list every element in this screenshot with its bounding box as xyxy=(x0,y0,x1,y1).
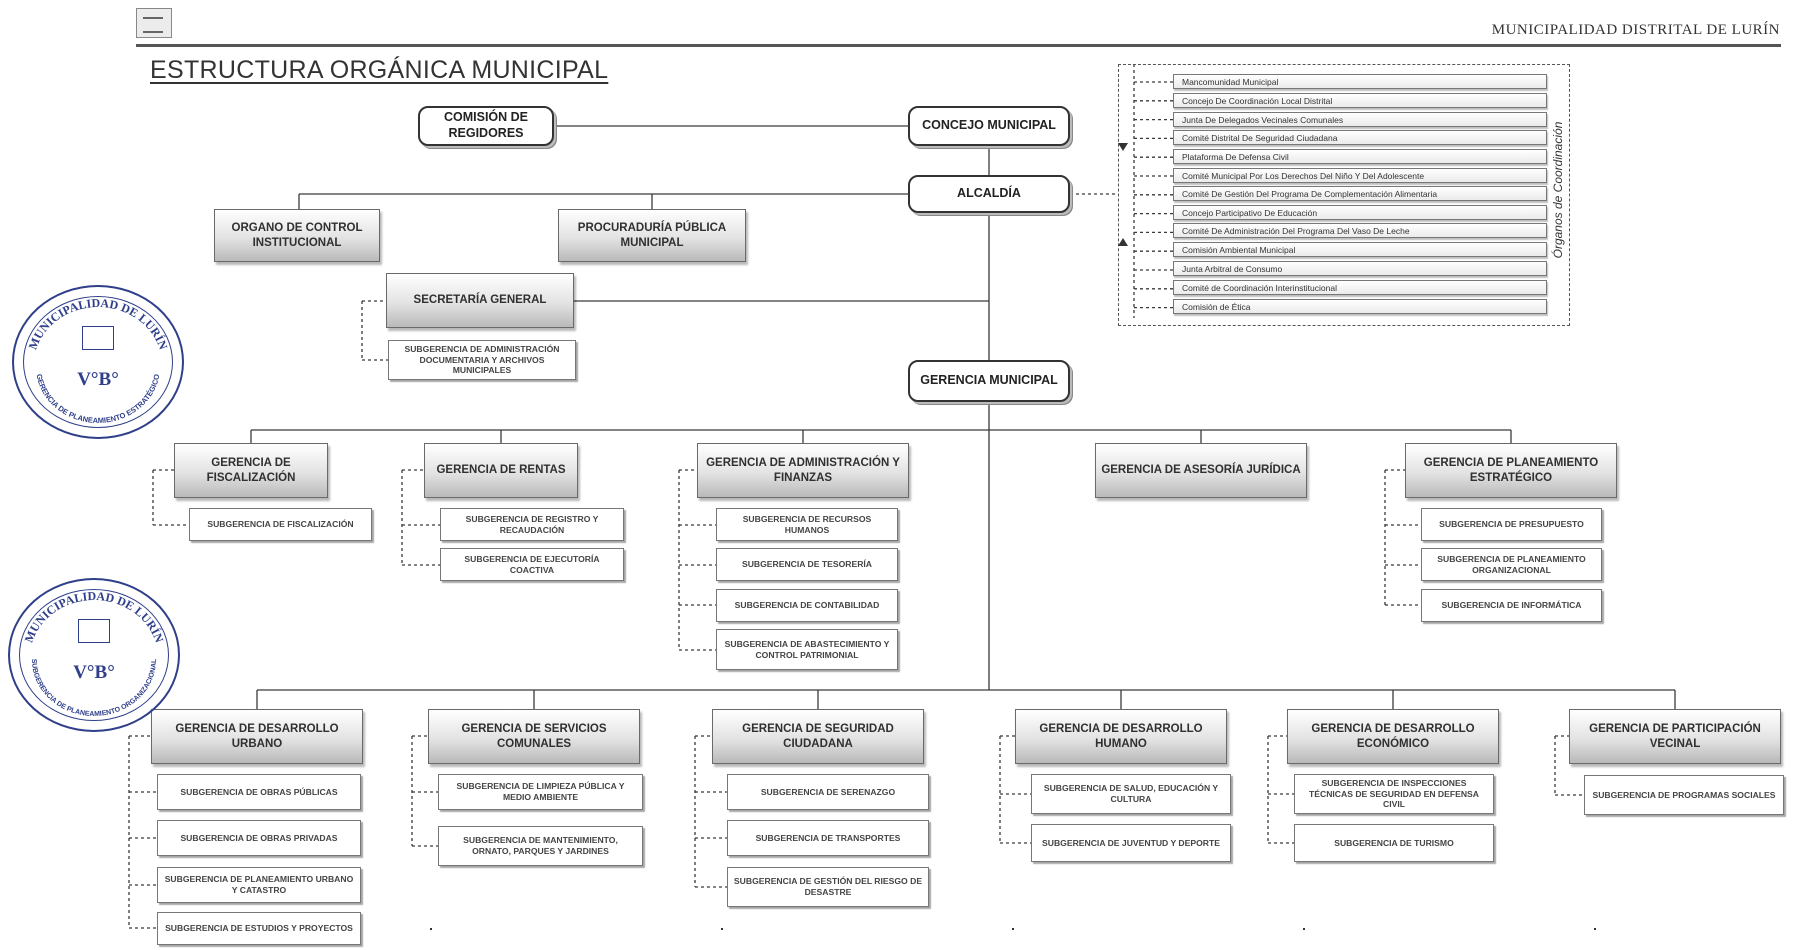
support-unit-fiscalizacion: GERENCIA DE FISCALIZACIÓN xyxy=(174,443,328,498)
support-subunit: SUBGERENCIA DE RECURSOS HUMANOS xyxy=(716,508,898,541)
line-subunit: SUBGERENCIA DE TURISMO xyxy=(1294,824,1494,862)
line-unit-servicios-comunales: GERENCIA DE SERVICIOS COMUNALES xyxy=(428,709,640,764)
coordination-item: Comisión de Ética xyxy=(1173,299,1547,314)
page-mark xyxy=(1303,928,1305,930)
page-mark xyxy=(721,928,723,930)
seal-bottom-text: GERENCIA DE PLANEAMIENTO ESTRATÉGICO xyxy=(35,373,162,425)
support-subunit: SUBGERENCIA DE FISCALIZACIÓN xyxy=(189,508,372,541)
svg-text:SUBGERENCIA DE PLANEAMIENTO OR: SUBGERENCIA DE PLANEAMIENTO ORGANIZACION… xyxy=(30,658,158,718)
municipality-logo xyxy=(136,8,172,38)
header-divider xyxy=(136,44,1781,47)
seal-bottom-text: SUBGERENCIA DE PLANEAMIENTO ORGANIZACION… xyxy=(30,658,158,718)
coordination-item: Comité De Gestión Del Programa De Comple… xyxy=(1173,186,1547,201)
gerencia-municipal-box: GERENCIA MUNICIPAL xyxy=(908,360,1070,402)
coordination-item: Junta De Delegados Vecinales Comunales xyxy=(1173,112,1547,127)
comision-regidores-box: COMISIÓN DE REGIDORES xyxy=(418,106,554,146)
page-mark xyxy=(1594,928,1596,930)
line-subunit: SUBGERENCIA DE LIMPIEZA PÚBLICA Y MEDIO … xyxy=(438,774,643,810)
organization-name: MUNICIPALIDAD DISTRITAL DE LURÍN xyxy=(1491,22,1780,38)
line-subunit: SUBGERENCIA DE INSPECCIONES TÉCNICAS DE … xyxy=(1294,774,1494,814)
coordination-item: Comité Distrital De Seguridad Ciudadana xyxy=(1173,130,1547,145)
line-subunit: SUBGERENCIA DE OBRAS PRIVADAS xyxy=(157,820,361,856)
line-unit-desarrollo-economico: GERENCIA DE DESARROLLO ECONÓMICO xyxy=(1287,709,1499,764)
seal-arc-text: MUNICIPALIDAD DE LURÍN GERENCIA DE PLANE… xyxy=(26,296,171,425)
coordination-item: Mancomunidad Municipal xyxy=(1173,74,1547,89)
page-title: ESTRUCTURA ORGÁNICA MUNICIPAL xyxy=(150,56,609,84)
coordination-label: Órganos de Coordinación xyxy=(1551,121,1565,259)
line-subunit: SUBGERENCIA DE MANTENIMIENTO, ORNATO, PA… xyxy=(438,826,643,866)
line-subunit: SUBGERENCIA DE PROGRAMAS SOCIALES xyxy=(1584,775,1784,815)
svg-text:MUNICIPALIDAD DE LURÍN: MUNICIPALIDAD DE LURÍN xyxy=(22,589,167,645)
support-unit-planeamiento: GERENCIA DE PLANEAMIENTO ESTRATÉGICO xyxy=(1405,443,1617,498)
svg-text:GERENCIA DE PLANEAMIENTO ESTRA: GERENCIA DE PLANEAMIENTO ESTRATÉGICO xyxy=(35,373,162,425)
approval-seal-planeamiento-organizacional: V°B° MUNICIPALIDAD DE LURÍN SUBGERENCIA … xyxy=(8,578,180,732)
seal-mark: V°B° xyxy=(77,369,119,390)
coordination-item: Comité de Coordinación Interinstituciona… xyxy=(1173,280,1547,295)
line-unit-desarrollo-urbano: GERENCIA DE DESARROLLO URBANO xyxy=(151,709,363,764)
arrow-down-icon xyxy=(1118,143,1128,151)
support-subunit: SUBGERENCIA DE PRESUPUESTO xyxy=(1421,508,1602,541)
line-subunit: SUBGERENCIA DE ESTUDIOS Y PROYECTOS xyxy=(157,912,361,945)
coordination-item: Comité Municipal Por Los Derechos Del Ni… xyxy=(1173,168,1547,183)
seal-mark: V°B° xyxy=(73,662,115,683)
arrow-up-icon xyxy=(1118,238,1128,246)
secretaria-general-box: SECRETARÍA GENERAL xyxy=(386,273,574,328)
support-subunit: SUBGERENCIA DE EJECUTORÍA COACTIVA xyxy=(440,548,624,581)
support-subunit: SUBGERENCIA DE ABASTECIMIENTO Y CONTROL … xyxy=(716,629,898,670)
support-subunit: SUBGERENCIA DE TESORERÍA xyxy=(716,548,898,581)
seal-top-text: MUNICIPALIDAD DE LURÍN xyxy=(26,296,171,352)
seal-arc-text: MUNICIPALIDAD DE LURÍN SUBGERENCIA DE PL… xyxy=(22,589,167,718)
line-subunit: SUBGERENCIA DE SERENAZGO xyxy=(727,774,929,810)
line-subunit: SUBGERENCIA DE JUVENTUD Y DEPORTE xyxy=(1031,824,1231,862)
line-unit-participacion-vecinal: GERENCIA DE PARTICIPACIÓN VECINAL xyxy=(1569,709,1781,764)
secretaria-sub-box: SUBGERENCIA DE ADMINISTRACIÓN DOCUMENTAR… xyxy=(388,340,576,380)
line-subunit: SUBGERENCIA DE TRANSPORTES xyxy=(727,820,929,856)
seal-top-text: MUNICIPALIDAD DE LURÍN xyxy=(22,589,167,645)
svg-text:MUNICIPALIDAD DE LURÍN: MUNICIPALIDAD DE LURÍN xyxy=(26,296,171,352)
coordination-item: Comité De Administración Del Programa De… xyxy=(1173,223,1547,238)
control-institucional-box: ORGANO DE CONTROL INSTITUCIONAL xyxy=(214,209,380,262)
coordination-item: Comisión Ambiental Municipal xyxy=(1173,242,1547,257)
support-unit-asesoria: GERENCIA DE ASESORÍA JURÍDICA xyxy=(1095,443,1307,498)
support-subunit: SUBGERENCIA DE CONTABILIDAD xyxy=(716,589,898,622)
coordination-item: Concejo Participativo De Educación xyxy=(1173,205,1547,220)
support-subunit: SUBGERENCIA DE INFORMÁTICA xyxy=(1421,589,1602,622)
line-subunit: SUBGERENCIA DE GESTIÓN DEL RIESGO DE DES… xyxy=(727,867,929,907)
support-subunit: SUBGERENCIA DE REGISTRO Y RECAUDACIÓN xyxy=(440,508,624,541)
coordination-item: Concejo De Coordinación Local Distrital xyxy=(1173,93,1547,108)
concejo-municipal-box: CONCEJO MUNICIPAL xyxy=(908,106,1070,146)
page-mark xyxy=(430,928,432,930)
support-subunit: SUBGERENCIA DE PLANEAMIENTO ORGANIZACION… xyxy=(1421,548,1602,581)
line-subunit: SUBGERENCIA DE SALUD, EDUCACIÓN Y CULTUR… xyxy=(1031,774,1231,814)
coordination-item: Plataforma De Defensa Civil xyxy=(1173,149,1547,164)
coordination-panel xyxy=(1118,64,1570,326)
coat-of-arms-icon xyxy=(78,619,110,643)
alcaldia-box: ALCALDÍA xyxy=(908,175,1070,213)
line-subunit: SUBGERENCIA DE OBRAS PÚBLICAS xyxy=(157,774,361,810)
line-unit-desarrollo-humano: GERENCIA DE DESARROLLO HUMANO xyxy=(1015,709,1227,764)
approval-seal-planeamiento-estrategico: V°B° MUNICIPALIDAD DE LURÍN GERENCIA DE … xyxy=(12,285,184,439)
support-unit-rentas: GERENCIA DE RENTAS xyxy=(424,443,578,498)
line-subunit: SUBGERENCIA DE PLANEAMIENTO URBANO Y CAT… xyxy=(157,867,361,903)
page-mark xyxy=(1012,928,1014,930)
support-unit-administracion: GERENCIA DE ADMINISTRACIÓN Y FINANZAS xyxy=(697,443,909,498)
coordination-item: Junta Arbitral de Consumo xyxy=(1173,261,1547,276)
procuraduria-box: PROCURADURÍA PÚBLICA MUNICIPAL xyxy=(558,209,746,262)
coat-of-arms-icon xyxy=(82,326,114,350)
line-unit-seguridad-ciudadana: GERENCIA DE SEGURIDAD CIUDADANA xyxy=(712,709,924,764)
